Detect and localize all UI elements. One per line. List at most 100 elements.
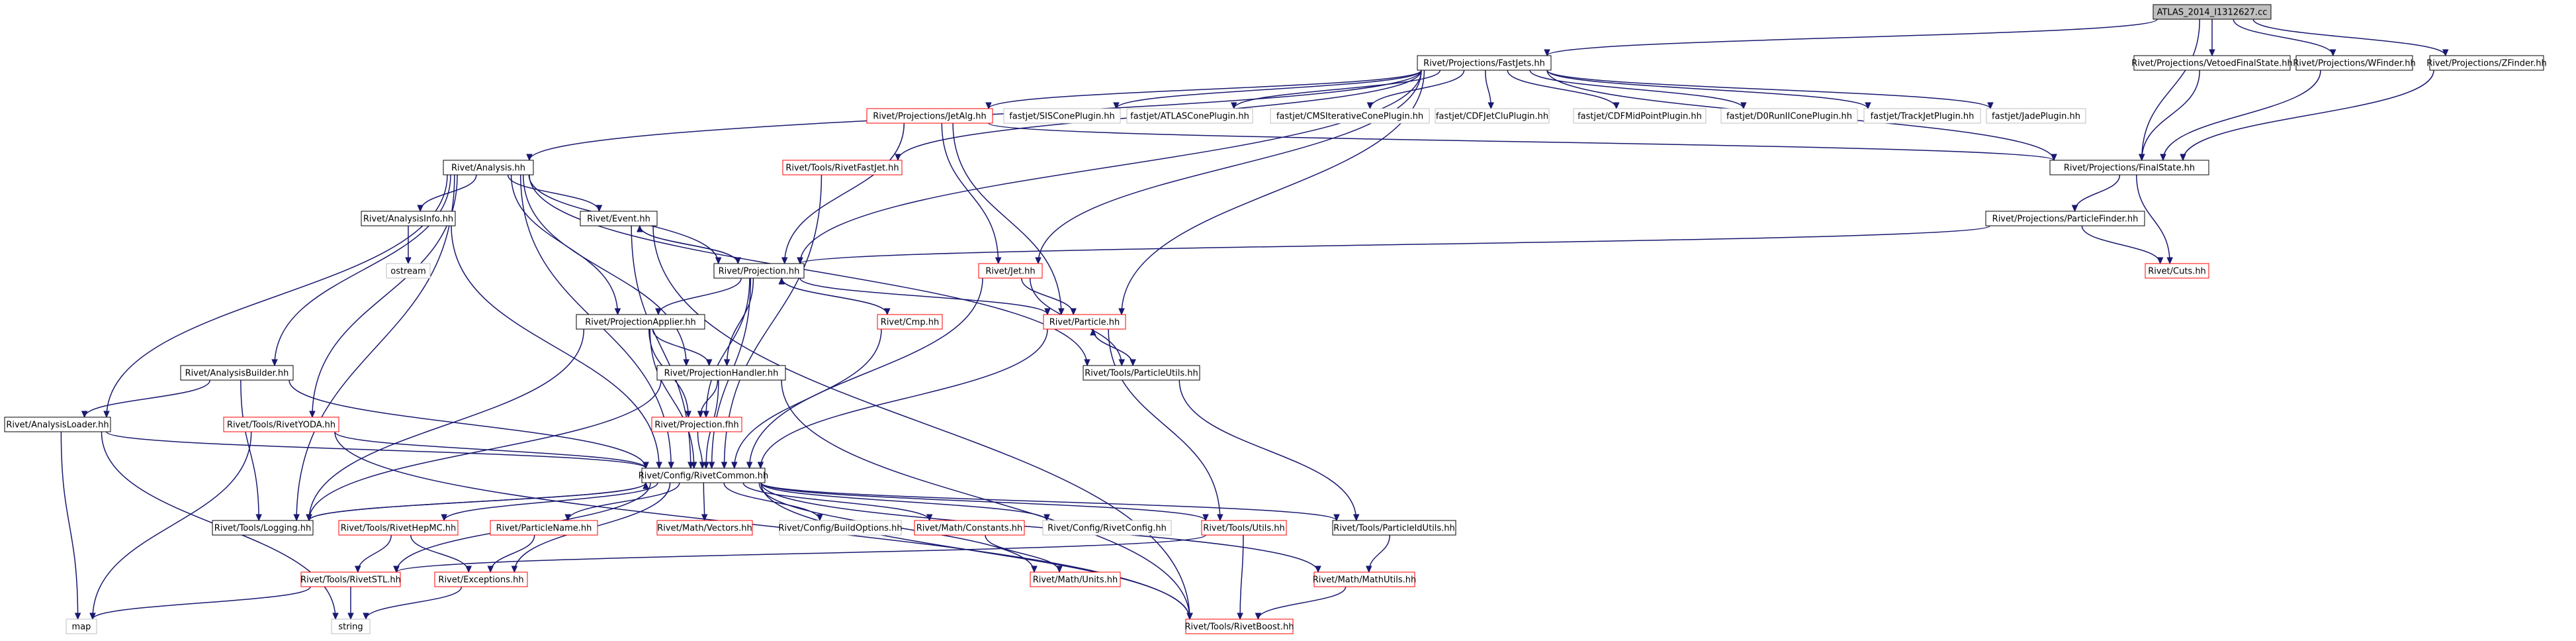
graph-node-label: Rivet/Exceptions.hh — [438, 575, 523, 585]
graph-node-atlascone: fastjet/ATLASConePlugin.hh — [1126, 108, 1253, 124]
graph-node-label: Rivet/Particle.hh — [1049, 318, 1120, 328]
graph-node-fastjets[interactable]: Rivet/Projections/FastJets.hh — [1417, 55, 1552, 71]
dependency-edge — [1365, 534, 1390, 573]
graph-node-vectors[interactable]: Rivet/Math/Vectors.hh — [656, 520, 753, 536]
graph-node-analysisloader[interactable]: Rivet/AnalysisLoader.hh — [4, 417, 111, 432]
dependency-edge — [985, 534, 1063, 573]
graph-node-cmsiter: fastjet/CMSIterativeConePlugin.hh — [1270, 108, 1430, 124]
graph-node-particlename[interactable]: Rivet/ParticleName.hh — [490, 520, 598, 536]
graph-node-units[interactable]: Rivet/Math/Units.hh — [1030, 571, 1121, 587]
graph-node-rivetcommon[interactable]: Rivet/Config/RivetCommon.hh — [639, 468, 769, 483]
graph-node-zfinder[interactable]: Rivet/Projections/ZFinder.hh — [2426, 55, 2547, 71]
graph-node-label: Rivet/AnalysisLoader.hh — [6, 420, 109, 430]
dependency-edge — [701, 482, 708, 522]
graph-node-event[interactable]: Rivet/Event.hh — [580, 211, 658, 226]
graph-node-particleutils[interactable]: Rivet/Tools/ParticleUtils.hh — [1083, 365, 1200, 381]
graph-node-mathutils[interactable]: Rivet/Math/MathUtils.hh — [1313, 571, 1416, 587]
dependency-edge — [1366, 70, 1465, 110]
graph-node-cdfjetclu: fastjet/CDFJetCluPlugin.hh — [1435, 108, 1550, 124]
dependency-edge — [760, 482, 1193, 620]
graph-node-label: ATLAS_2014_I1312627.cc — [2157, 8, 2268, 18]
graph-node-label: Rivet/Math/Units.hh — [1033, 575, 1118, 585]
graph-node-rivetstl[interactable]: Rivet/Tools/RivetSTL.hh — [300, 571, 401, 587]
dependency-edge — [1529, 70, 1747, 110]
graph-node-rivethepmc[interactable]: Rivet/Tools/RivetHepMC.hh — [338, 520, 459, 536]
graph-node-label: fastjet/SISConePlugin.hh — [1009, 112, 1115, 122]
graph-node-analysisbuilder[interactable]: Rivet/AnalysisBuilder.hh — [180, 365, 294, 381]
graph-node-rivetfastjet[interactable]: Rivet/Tools/RivetFastJet.hh — [782, 160, 903, 175]
graph-node-label: fastjet/CDFJetCluPlugin.hh — [1436, 112, 1548, 122]
dependency-edge — [941, 123, 1002, 265]
graph-node-label: Rivet/Tools/Logging.hh — [214, 524, 311, 534]
graph-node-label: ostream — [390, 267, 426, 277]
graph-node-logging[interactable]: Rivet/Tools/Logging.hh — [212, 520, 314, 536]
dependency-edge — [2081, 225, 2164, 265]
graph-node-rivetyoda[interactable]: Rivet/Tools/RivetYODA.hh — [223, 417, 339, 432]
graph-node-label: Rivet/AnalysisInfo.hh — [363, 215, 453, 224]
graph-node-ostream: ostream — [386, 263, 431, 279]
dependency-edge — [293, 174, 455, 522]
graph-node-label: Rivet/ProjectionApplier.hh — [585, 318, 695, 328]
graph-node-rivetboost[interactable]: Rivet/Tools/RivetBoost.hh — [1185, 618, 1294, 634]
graph-node-analysis[interactable]: Rivet/Analysis.hh — [443, 160, 534, 175]
dependency-edge — [271, 174, 451, 367]
graph-node-label: Rivet/Analysis.hh — [451, 164, 525, 173]
dependency-edge — [723, 277, 754, 367]
graph-node-root[interactable]: ATLAS_2014_I1312627.cc — [2153, 4, 2272, 20]
dependency-edge — [393, 534, 1206, 573]
graph-node-vetoed[interactable]: Rivet/Projections/VetoedFinalState.hh — [2131, 55, 2293, 71]
dependency-edge — [760, 482, 1340, 522]
dependency-edge — [952, 123, 1065, 316]
dependency-edge — [778, 277, 888, 315]
graph-node-analysisinfo[interactable]: Rivet/AnalysisInfo.hh — [361, 211, 456, 226]
graph-node-cmp[interactable]: Rivet/Cmp.hh — [877, 314, 943, 330]
dependency-edge — [2209, 19, 2215, 57]
dependency-edge — [721, 174, 822, 469]
dependency-edge — [757, 328, 1048, 469]
graph-node-exceptions[interactable]: Rivet/Exceptions.hh — [434, 571, 528, 587]
dependency-edge — [2138, 19, 2200, 162]
dependency-edge — [2136, 174, 2173, 265]
graph-node-label: Rivet/Tools/ParticleUtils.hh — [1085, 369, 1198, 379]
dependency-edge — [1546, 70, 1871, 110]
graph-node-particlefinder[interactable]: Rivet/Projections/ParticleFinder.hh — [1985, 211, 2145, 226]
graph-node-label: Rivet/Math/MathUtils.hh — [1313, 575, 1416, 585]
dependency-edge — [1090, 328, 1133, 366]
dependency-edge — [306, 328, 585, 522]
graph-node-jet[interactable]: Rivet/Jet.hh — [978, 263, 1043, 279]
graph-node-cuts[interactable]: Rivet/Cuts.hh — [2145, 263, 2209, 279]
dependency-edge — [2180, 70, 2434, 162]
dependency-edge — [742, 482, 933, 522]
graph-node-projection[interactable]: Rivet/Projection.hh — [713, 263, 805, 279]
graph-node-utils[interactable]: Rivet/Tools/Utils.hh — [1201, 520, 1287, 536]
graph-node-particle[interactable]: Rivet/Particle.hh — [1043, 314, 1126, 330]
dependency-edge — [1178, 379, 1360, 522]
dependency-edge — [1118, 70, 1425, 316]
graph-node-projhandler[interactable]: Rivet/ProjectionHandler.hh — [656, 365, 786, 381]
graph-node-label: Rivet/Projections/FinalState.hh — [2064, 164, 2195, 173]
dependency-edge — [1507, 70, 1620, 110]
dependency-edge — [410, 534, 472, 573]
graph-node-label: Rivet/Jet.hh — [985, 267, 1035, 277]
graph-node-particleidutils[interactable]: Rivet/Tools/ParticleIdUtils.hh — [1332, 520, 1456, 536]
dependency-edge — [1035, 70, 1422, 265]
graph-node-jetalg[interactable]: Rivet/Projections/JetAlg.hh — [866, 108, 993, 124]
graph-node-label: Rivet/Projections/VetoedFinalState.hh — [2131, 59, 2292, 69]
graph-node-label: fastjet/TrackJetPlugin.hh — [1871, 112, 1975, 122]
graph-node-projectionfhh[interactable]: Rivet/Projection.fhh — [651, 417, 742, 432]
dependency-edge — [1021, 277, 1077, 316]
graph-node-finalstate[interactable]: Rivet/Projections/FinalState.hh — [2049, 160, 2209, 175]
graph-node-label: Rivet/Projections/ParticleFinder.hh — [1992, 215, 2139, 224]
dependency-edge — [2160, 70, 2321, 162]
graph-node-wfinder[interactable]: Rivet/Projections/WFinder.hh — [2293, 55, 2416, 71]
dependency-edge — [564, 482, 680, 522]
graph-node-label: Rivet/Config/RivetConfig.hh — [1047, 524, 1167, 534]
dependency-edge — [760, 482, 1209, 522]
dependency-edge — [89, 586, 311, 620]
dependency-edge — [985, 70, 1422, 110]
graph-node-projapplier[interactable]: Rivet/ProjectionApplier.hh — [576, 314, 705, 330]
graph-node-label: Rivet/Projections/ZFinder.hh — [2426, 59, 2547, 69]
graph-node-constants[interactable]: Rivet/Math/Constants.hh — [914, 520, 1025, 536]
graph-node-label: Rivet/Projection.fhh — [654, 420, 738, 430]
